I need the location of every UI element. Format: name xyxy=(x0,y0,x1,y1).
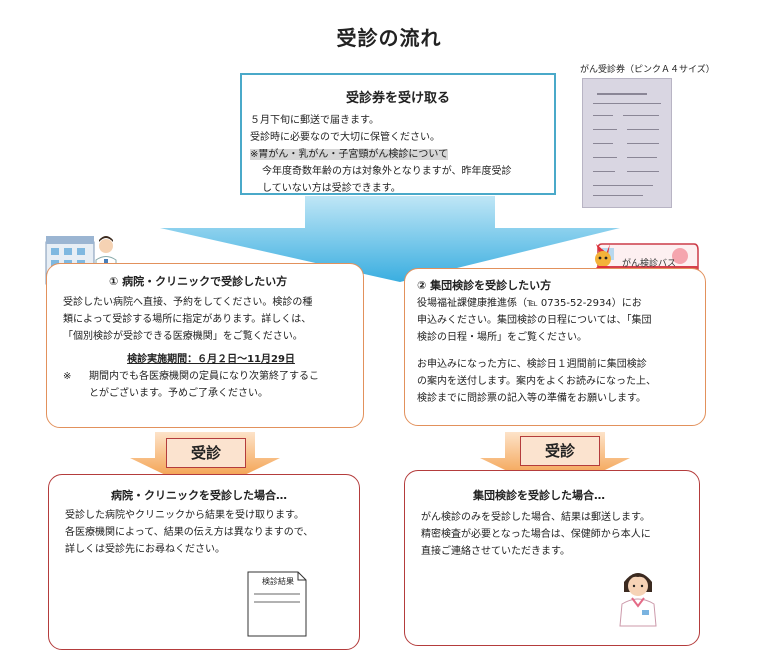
clinic-result-line-1: 受診した病院やクリニックから結果を受け取ります。 xyxy=(65,510,304,521)
group-box: ② 集団検診を受診したい方 役場福祉課健康推進係（℡ 0735-52-2934）… xyxy=(404,268,706,426)
receive-ticket-box: 受診券を受け取る ５月下旬に郵送で届きます。 受診時に必要なので大切に保管くださ… xyxy=(240,73,556,195)
group-line-5: の案内を送付します。案内をよくお読みになった上、 xyxy=(417,376,656,387)
result-document-icon xyxy=(247,571,307,637)
clinic-line-1: 受診したい病院へ直接、予約をしてください。検診の種 xyxy=(63,297,313,308)
clinic-note-2: とがございます。予めご了承ください。 xyxy=(89,388,268,399)
clinic-note-1: 期間内でも各医療機関の定員になり次第終了するこ xyxy=(89,371,319,382)
nurse-icon xyxy=(619,573,657,627)
receive-line-2: 受診時に必要なので大切に保管ください。 xyxy=(250,132,440,143)
consult-badge-right: 受診 xyxy=(520,436,600,466)
clinic-note-mark: ※ xyxy=(63,371,72,382)
consult-badge-left: 受診 xyxy=(166,438,246,468)
clinic-line-3: 「個別検診が受診できる医療機関」をご覧ください。 xyxy=(63,331,303,342)
group-result-heading: 集団検診を受診した場合… xyxy=(473,489,605,502)
clinic-line-2: 類によって受診する場所に指定があります。詳しくは、 xyxy=(63,314,312,325)
clinic-period: 検診実施期間：６月２日～11月29日 xyxy=(127,354,295,365)
clinic-result-box: 病院・クリニックを受診した場合… 受診した病院やクリニックから結果を受け取ります… xyxy=(48,474,360,650)
group-result-line-2: 精密検査が必要となった場合は、保健師から本人に xyxy=(421,529,651,540)
group-heading: ② 集団検診を受診したい方 xyxy=(417,279,552,292)
receive-line-3: ※胃がん・乳がん・子宮頸がん検診について xyxy=(250,149,449,160)
page-title: 受診の流れ xyxy=(336,26,442,50)
receive-line-5: していない方は受診できます。 xyxy=(262,183,401,194)
ticket-photo-caption: がん受診券（ピンクＡ４サイズ） xyxy=(580,65,715,75)
clinic-result-heading: 病院・クリニックを受診した場合… xyxy=(111,489,287,502)
group-line-4: お申込みになった方に、検診日１週間前に集団検診 xyxy=(417,359,647,370)
blue-funnel-arrow xyxy=(160,196,620,282)
group-line-2: 申込みください。集団検診の日程については、「集団 xyxy=(417,315,652,326)
result-document-label: 検診結果 xyxy=(262,577,294,586)
clinic-box: ① 病院・クリニックで受診したい方 受診したい病院へ直接、予約をしてください。検… xyxy=(46,263,364,428)
receive-heading: 受診券を受け取る xyxy=(345,91,450,106)
group-line-1: 役場福祉課健康推進係（℡ 0735-52-2934）にお xyxy=(417,298,642,309)
clinic-heading: ① 病院・クリニックで受診したい方 xyxy=(109,275,288,288)
clinic-result-line-2: 各医療機関によって、結果の伝え方は異なりますので、 xyxy=(65,527,314,538)
group-result-line-1: がん検診のみを受診した場合、結果は郵送します。 xyxy=(421,512,650,523)
group-line-3: 検診の日程・場所」をご覧ください。 xyxy=(417,332,587,343)
bus-label: がん検診バス xyxy=(622,259,677,269)
group-result-line-3: 直接ご連絡させていただきます。 xyxy=(421,546,570,557)
receive-line-4: 今年度奇数年齢の方は対象外となりますが、昨年度受診 xyxy=(262,166,512,177)
ticket-photo xyxy=(582,78,672,208)
clinic-result-line-3: 詳しくは受診先にお尋ねください。 xyxy=(65,544,225,555)
group-line-6: 検診までに問診票の記入等の準備をお願いします。 xyxy=(417,393,646,404)
receive-line-1: ５月下旬に郵送で届きます。 xyxy=(250,115,379,126)
